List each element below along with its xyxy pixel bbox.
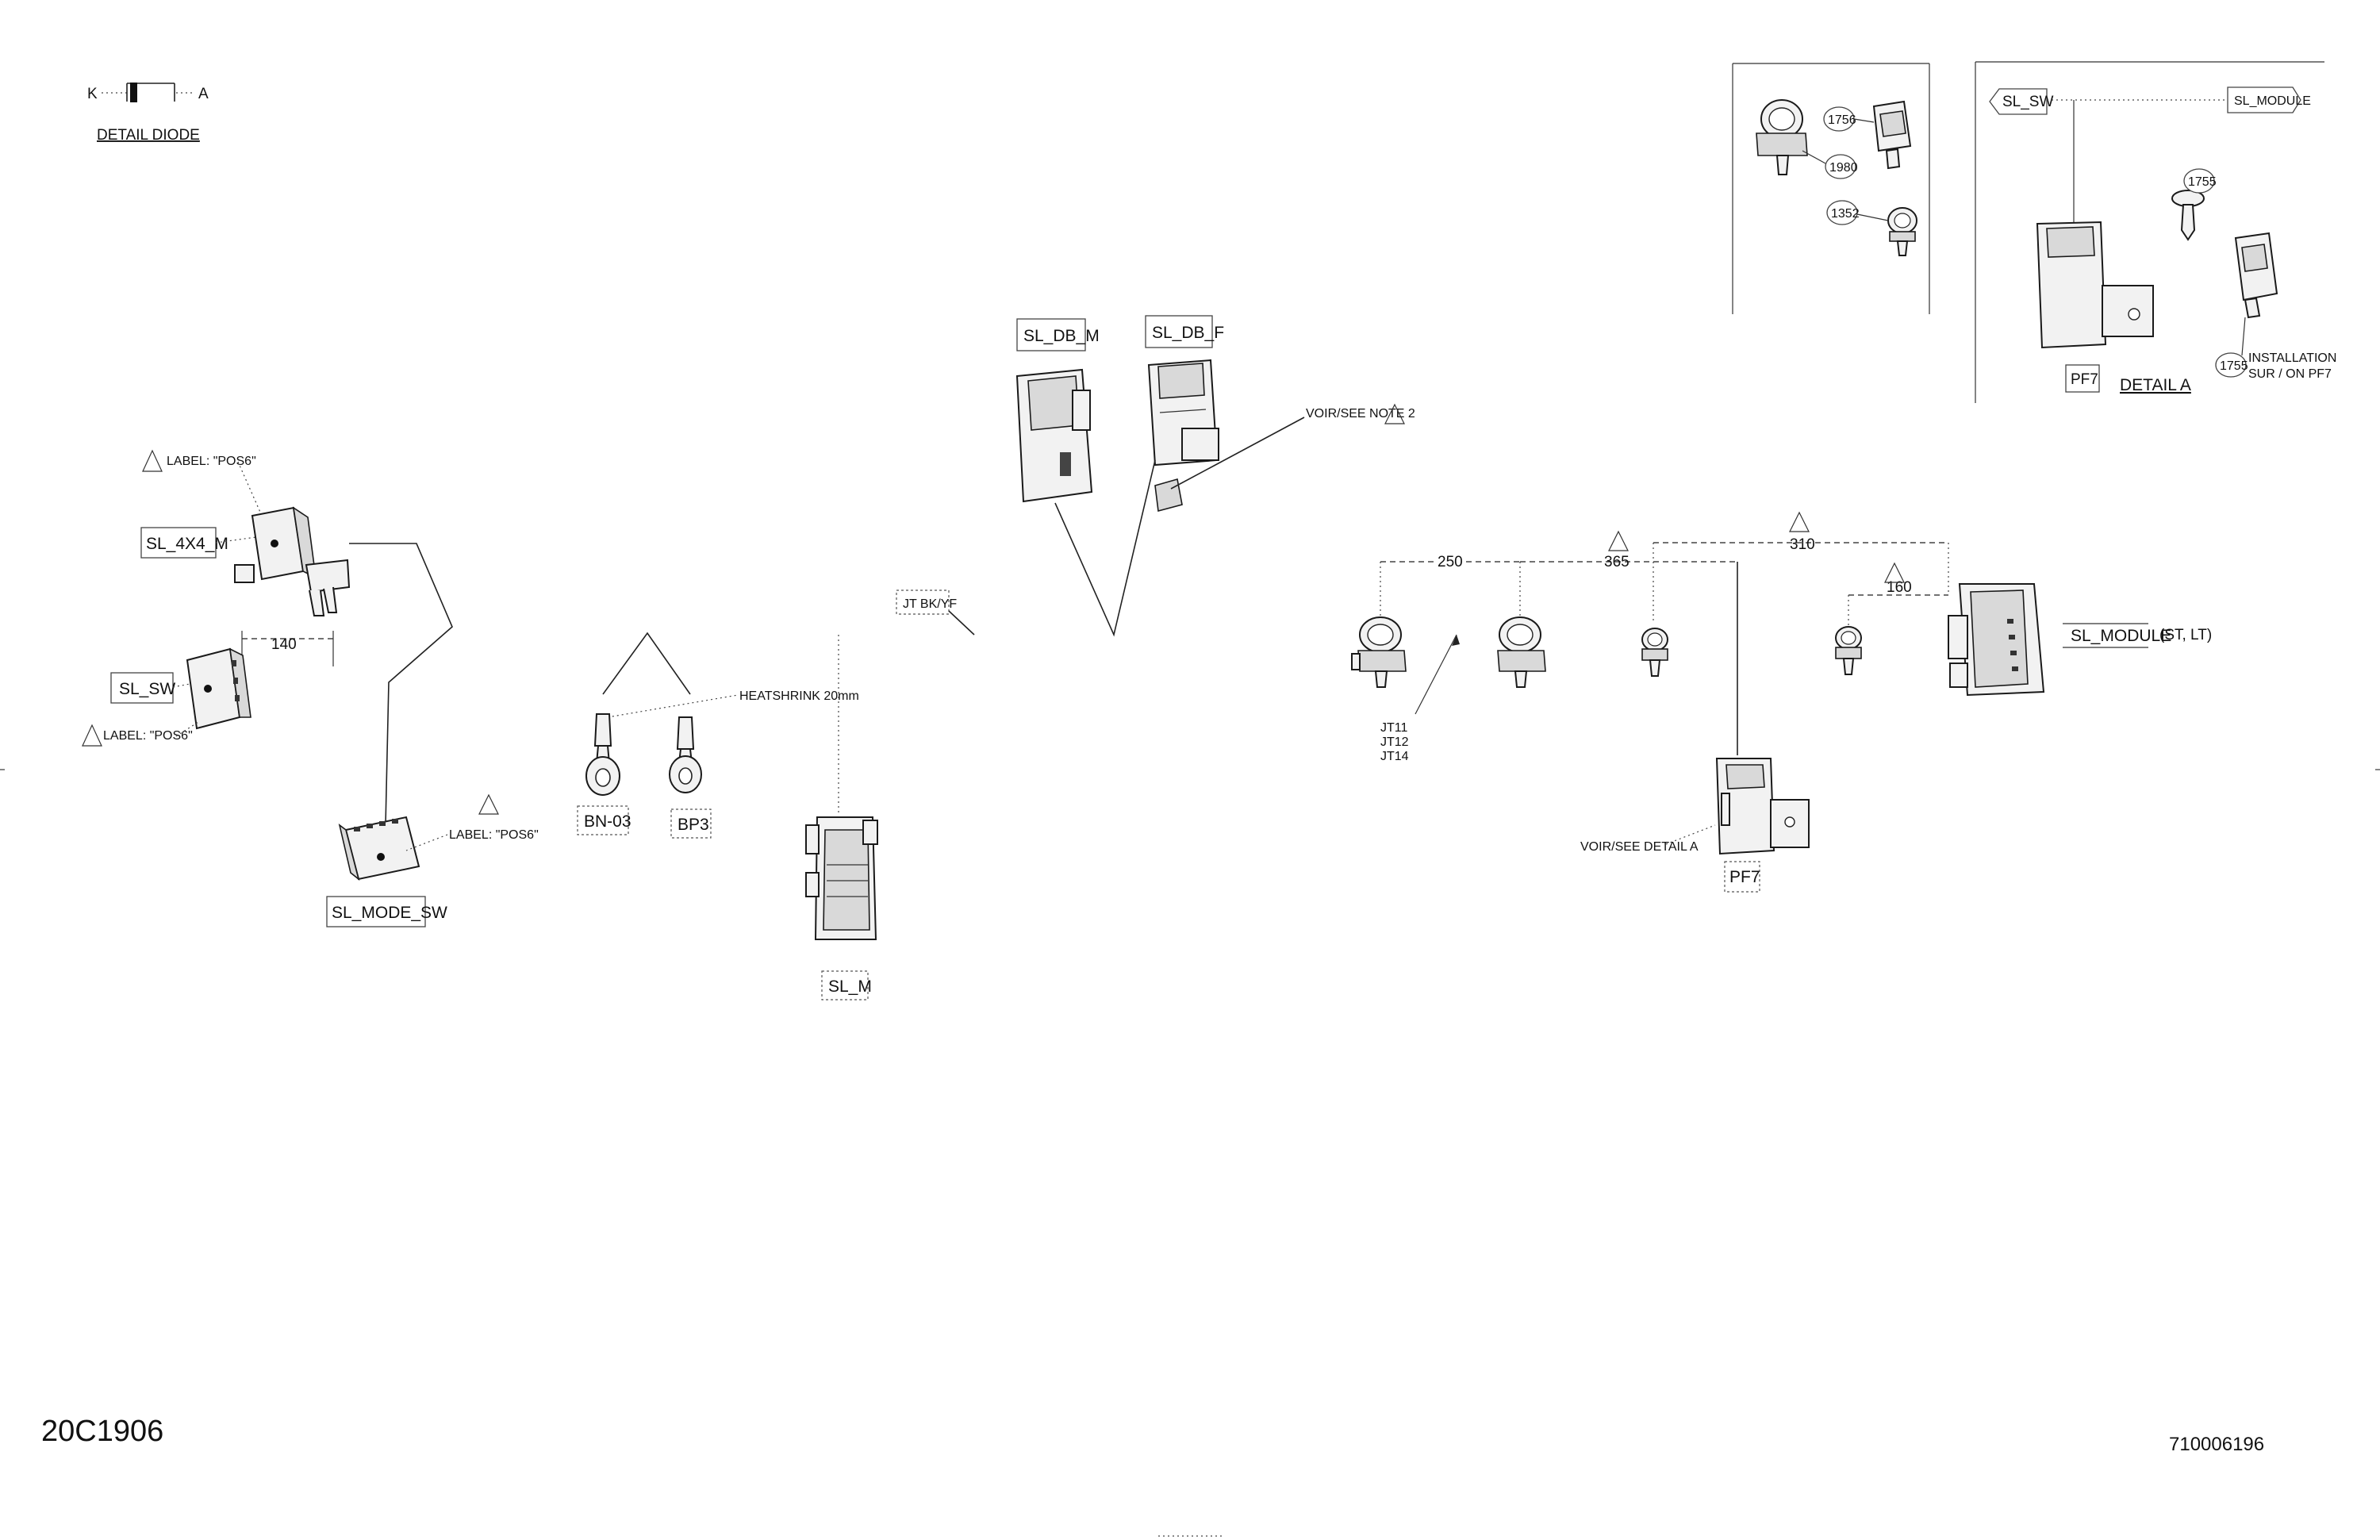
detail-sl-sw-label: SL_SW — [2002, 94, 2053, 110]
sl-module-suffix: (ST, LT) — [2159, 627, 2212, 643]
clip-right-icon — [1835, 626, 1862, 675]
connector-tag-bp3 — [670, 808, 712, 839]
installation-line-1: INSTALLATION — [2248, 351, 2336, 365]
detail-pf7-icon — [2036, 221, 2154, 349]
connector-label-sl-m: SL_M — [828, 977, 872, 996]
note-flag-icon — [478, 793, 499, 815]
dimension-310: 310 — [1790, 536, 1815, 553]
diode-k-label: K — [87, 86, 98, 102]
drawing-number: 20C1906 — [41, 1415, 163, 1448]
clip-1756-icon — [1872, 100, 1912, 170]
voir-note2-label: VOIR/SEE NOTE 2 — [1306, 407, 1415, 421]
connector-tag-sl-mode-sw — [326, 896, 426, 927]
part-number: 710006196 — [2169, 1434, 2264, 1455]
connector-tag-bn-03 — [577, 805, 629, 835]
jt12-clip-icon — [1497, 616, 1546, 688]
note-flag-icon — [82, 724, 102, 747]
label-tag-icon — [1154, 478, 1183, 513]
detail-a-panel: SL_SW SL_MODULE 1755 1755 INSTALLATION S… — [1975, 61, 2336, 403]
callout-1756: 1756 — [1828, 113, 1856, 127]
connector-label-pf7: PF7 — [1729, 868, 1760, 886]
note-flag-icon — [142, 449, 163, 472]
clip-1352-icon — [1887, 207, 1917, 256]
ring-terminal-group: HEATSHRINK 20mm BN-03 BP3 — [577, 632, 859, 839]
connector-tag-pf7 — [1724, 861, 1760, 893]
tag-detail-sl-module — [2227, 86, 2301, 113]
connector-tag-sl-4x4-m — [140, 527, 217, 559]
note-flag-icon — [1384, 403, 1405, 424]
callout-1755-a: 1755 — [2188, 175, 2217, 189]
voir-detail-a-label: VOIR/SEE DETAIL A — [1580, 840, 1699, 854]
sl-db-f-connector-icon — [1147, 359, 1219, 467]
connector-label-bp3: BP3 — [678, 816, 709, 834]
dimension-140: 140 — [271, 636, 297, 653]
diode-detail: K A DETAIL DIODE — [87, 83, 209, 144]
detail-screw-icon — [2171, 190, 2205, 241]
connector-label-bn-03: BN-03 — [584, 812, 631, 831]
junction-jt12: JT12 — [1380, 735, 1409, 749]
diode-detail-title: DETAIL DIODE — [97, 127, 200, 144]
dimension-250: 250 — [1438, 554, 1463, 570]
callout-1352-icon — [1826, 200, 1858, 225]
connector-label-sl-sw: SL_SW — [119, 680, 175, 698]
junction-jt11: JT11 — [1380, 721, 1407, 735]
sl-m-connector-icon — [805, 816, 878, 940]
callout-1755-icon — [2183, 168, 2215, 194]
note-flag-icon — [1789, 511, 1810, 532]
sl-db-m-connector-icon — [1015, 368, 1093, 503]
connector-tag-sl-db-f — [1145, 315, 1213, 348]
junction-jt14: JT14 — [1380, 750, 1409, 763]
note-flag-icon — [1608, 530, 1629, 551]
connector-label-sl-mode-sw: SL_MODE_SW — [332, 904, 447, 922]
jt-bkyf-tag — [896, 590, 950, 615]
tag-detail-pf7 — [2065, 364, 2100, 393]
detail-pf7-label: PF7 — [2071, 371, 2098, 388]
clip-detail-panel: 1756 1980 1352 — [1732, 63, 1930, 314]
connector-tag-sl-m — [821, 970, 869, 1000]
callout-1755-b-icon — [2215, 352, 2247, 378]
jt14-clip-icon — [1641, 628, 1668, 677]
tag-detail-sl-sw — [1989, 88, 2048, 115]
installation-line-2: SUR / ON PF7 — [2248, 367, 2332, 381]
pf7-connector-icon — [1715, 758, 1810, 855]
detail-connector-icon — [2234, 232, 2278, 319]
main-harness: 250 365 310 160 — [1351, 511, 2212, 893]
sl-mode-sw-connector-icon — [338, 816, 420, 881]
sl-m-group: JT BK/YF SL_M — [805, 590, 975, 1000]
callout-1352: 1352 — [1831, 207, 1860, 221]
diode-a-label: A — [198, 86, 209, 102]
connector-label-sl-module: SL_MODULE — [2071, 627, 2171, 645]
sl-4x4-m-connector-icon — [234, 506, 351, 616]
label-pos6-c: LABEL: "POS6" — [449, 828, 539, 842]
jt11-clip-icon — [1351, 616, 1407, 688]
jt-bkyf-label: JT BK/YF — [903, 597, 957, 611]
callout-1755-b: 1755 — [2220, 359, 2248, 373]
sl-sw-connector-icon — [186, 647, 251, 730]
note-flag-icon — [1884, 562, 1905, 583]
ring-terminal-bn-03-icon — [585, 713, 620, 796]
callout-1980: 1980 — [1829, 161, 1858, 175]
label-pos6-a: LABEL: "POS6" — [167, 455, 256, 468]
diode-symbol-icon — [130, 83, 137, 102]
connector-label-sl-db-f: SL_DB_F — [1152, 324, 1224, 342]
connector-tag-sl-sw — [110, 672, 174, 704]
sl-module-connector-icon — [1948, 583, 2045, 697]
switch-group: LABEL: "POS6" SL_4X4_M 140 SL_SW — [82, 449, 539, 927]
dimension-365: 365 — [1604, 554, 1630, 570]
connector-label-sl-4x4-m: SL_4X4_M — [146, 535, 228, 553]
ring-terminal-bp3-icon — [669, 716, 702, 793]
clip-1980-icon — [1756, 99, 1808, 175]
heatshrink-label: HEATSHRINK 20mm — [739, 689, 859, 703]
detail-sl-module-label: SL_MODULE — [2234, 94, 2311, 108]
detail-a-title: DETAIL A — [2120, 376, 2191, 394]
dimension-160: 160 — [1887, 579, 1912, 596]
sl-db-group: SL_DB_M SL_DB_F VOIR/SEE NOTE 2 — [1015, 315, 1415, 637]
label-pos6-b: LABEL: "POS6" — [103, 729, 193, 743]
connector-tag-sl-db-m — [1016, 318, 1086, 351]
connector-label-sl-db-m: SL_DB_M — [1023, 327, 1100, 345]
callout-1980-icon — [1825, 154, 1856, 179]
